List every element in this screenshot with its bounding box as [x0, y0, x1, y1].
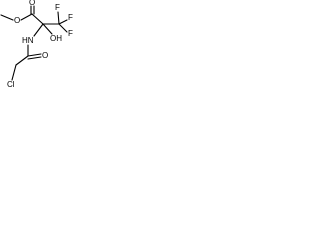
bond-cf3-f-right-upper [58, 19, 68, 25]
bond-methyl-ester-o [0, 14, 14, 21]
bond-quat-oh [42, 23, 53, 35]
bond-layer [0, 5, 68, 81]
molecule-svg: O O F F F HN OH O Cl [0, 0, 73, 89]
atom-label-layer: O O F F F HN OH O Cl [7, 0, 73, 89]
bond-amide-ch2 [15, 55, 29, 66]
atom-fluorine-top: F [55, 3, 60, 12]
bond-amide-double-a [27, 53, 42, 57]
bond-ch2-cl [11, 64, 17, 81]
atom-ester-oxygen: O [14, 16, 20, 25]
bond-carbonyl-quat-c [31, 13, 44, 25]
atom-hydroxyl-oh: OH [50, 34, 62, 43]
structure-diagram: O O F F F HN OH O Cl [0, 0, 86, 107]
bond-ester-o-carbonyl-c [20, 13, 33, 21]
atom-fluorine-right-upper: F [68, 13, 73, 22]
bond-amide-double-b [27, 56, 42, 60]
atom-fluorine-right-lower: F [68, 29, 73, 38]
bond-quat-nh [33, 23, 44, 37]
atom-chlorine: Cl [7, 80, 15, 89]
atom-carbonyl-oxygen-top: O [29, 0, 35, 7]
atom-amine-hn: HN [22, 36, 34, 45]
bond-cf3-f-top [57, 11, 60, 25]
bond-cf3-f-right-lower [58, 23, 68, 33]
atom-carbonyl-oxygen-bottom: O [42, 51, 48, 60]
